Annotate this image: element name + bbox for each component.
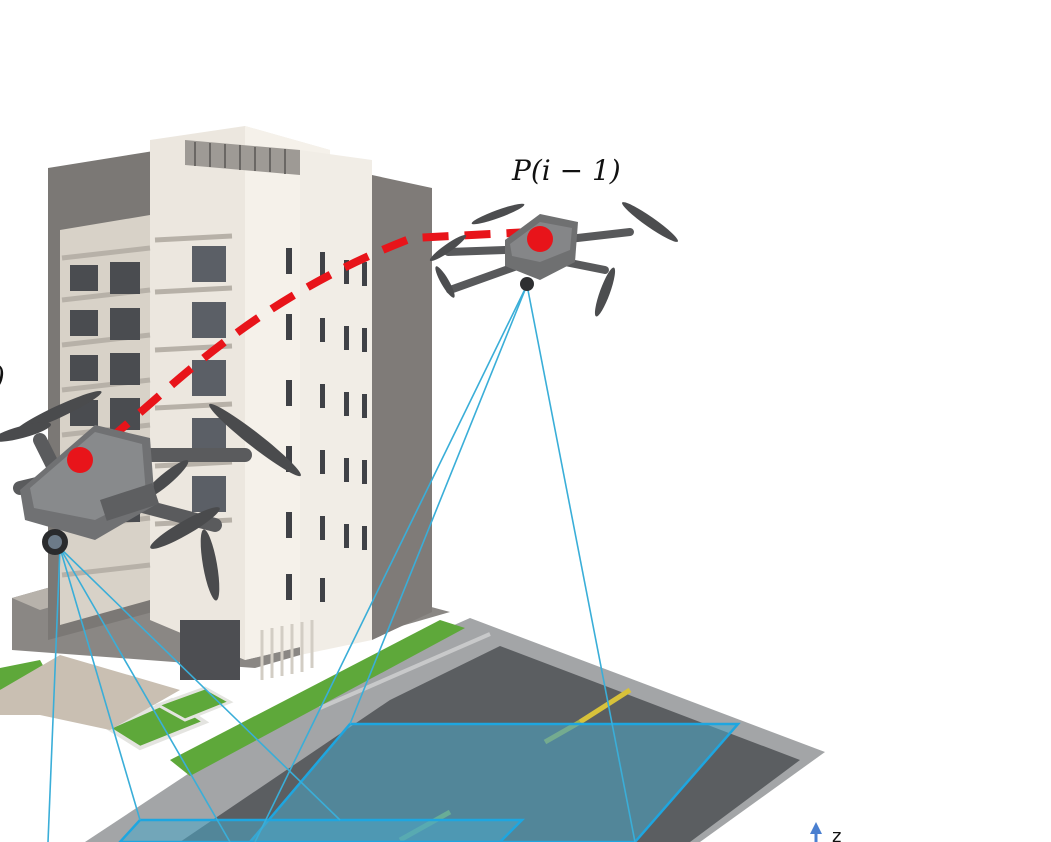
forecourt <box>0 655 180 730</box>
lane-marking <box>578 687 632 725</box>
axis-label-z: z <box>832 826 841 842</box>
view-ray <box>254 284 528 842</box>
grass-strip <box>170 620 465 776</box>
grass-patch <box>0 660 50 690</box>
pergola-slats <box>194 142 286 174</box>
tower-right <box>300 150 372 655</box>
entrance-door <box>180 620 240 680</box>
view-ray <box>47 547 61 842</box>
view-ray <box>526 284 636 842</box>
view-ray <box>59 547 231 842</box>
drone-side-panel <box>100 483 160 521</box>
z-axis-arrow-icon <box>810 822 822 834</box>
roof-pergola <box>185 140 300 175</box>
waypoint-current <box>67 447 93 473</box>
footprint-current-drone <box>118 818 526 842</box>
windows-center <box>192 246 226 512</box>
camera-view-rays <box>47 284 636 842</box>
tower-right-side <box>372 175 432 640</box>
drone-propellers <box>429 202 678 317</box>
drone-camera <box>520 277 534 291</box>
footprint-prev-drone <box>248 722 741 842</box>
road-curb <box>319 632 491 710</box>
view-ray <box>59 547 141 821</box>
view-ray <box>349 284 528 725</box>
drone-current <box>0 390 301 601</box>
view-ray <box>59 547 341 821</box>
waypoint-prev <box>527 226 553 252</box>
axis-indicator: z <box>810 822 841 842</box>
label-prev-position: P(i − 1) <box>511 154 621 187</box>
windows-right <box>286 248 367 602</box>
entrance-louvres <box>260 620 314 680</box>
label-current-position-partial: ) <box>0 360 5 393</box>
drone-prev <box>429 202 678 317</box>
